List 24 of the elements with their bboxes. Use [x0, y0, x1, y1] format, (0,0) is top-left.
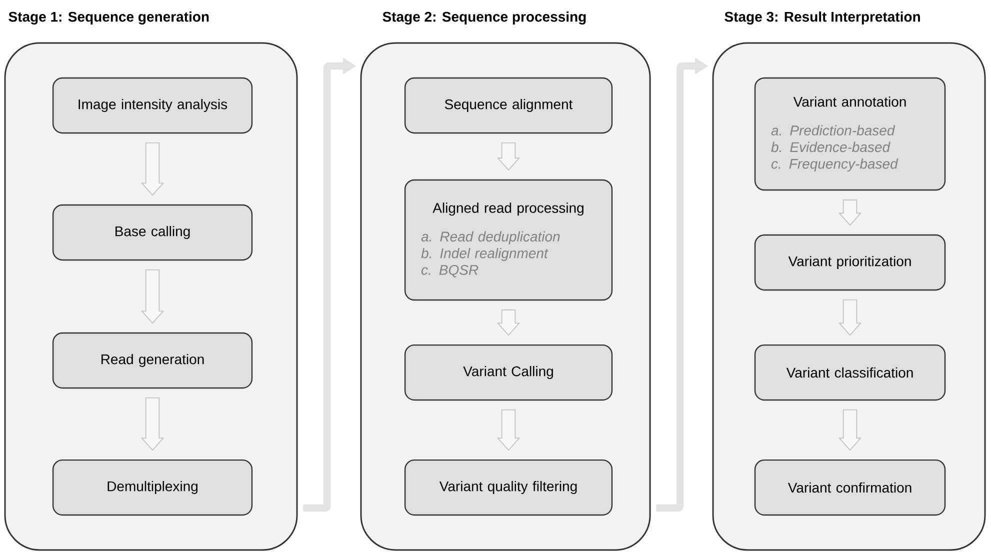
process-box: Image intensity analysis [52, 77, 253, 134]
process-box: Sequence alignment [404, 77, 613, 134]
process-box: Demultiplexing [52, 459, 253, 516]
block-arrow [496, 310, 520, 336]
process-box: Aligned read processing a. Read deduplication b. Indel realignment c. BQSR [404, 179, 613, 301]
block-arrow [140, 270, 164, 324]
block-arrow [496, 410, 520, 451]
stage-heading: Stage 1: Sequence generation [8, 11, 209, 25]
block-arrow [140, 142, 164, 196]
process-box: Variant classification [754, 344, 946, 401]
block-arrow [140, 398, 164, 451]
process-box: Read generation [52, 332, 253, 389]
process-box: Base calling [52, 204, 253, 261]
block-arrow [838, 200, 862, 226]
stage-heading: Stage 3: Result Interpretation [724, 11, 920, 25]
stage-heading: Stage 2: Sequence processing [382, 11, 586, 25]
process-box: Variant confirmation [754, 459, 946, 516]
block-arrow [496, 142, 520, 171]
process-box: Variant quality filtering [404, 459, 613, 516]
block-arrow [838, 410, 862, 451]
process-box: Variant annotation a. Prediction-based b. Evidence-based c. Frequency-based [754, 77, 946, 191]
process-box: Variant Calling [404, 344, 613, 401]
process-box: Variant prioritization [754, 234, 946, 291]
block-arrow [838, 300, 862, 336]
